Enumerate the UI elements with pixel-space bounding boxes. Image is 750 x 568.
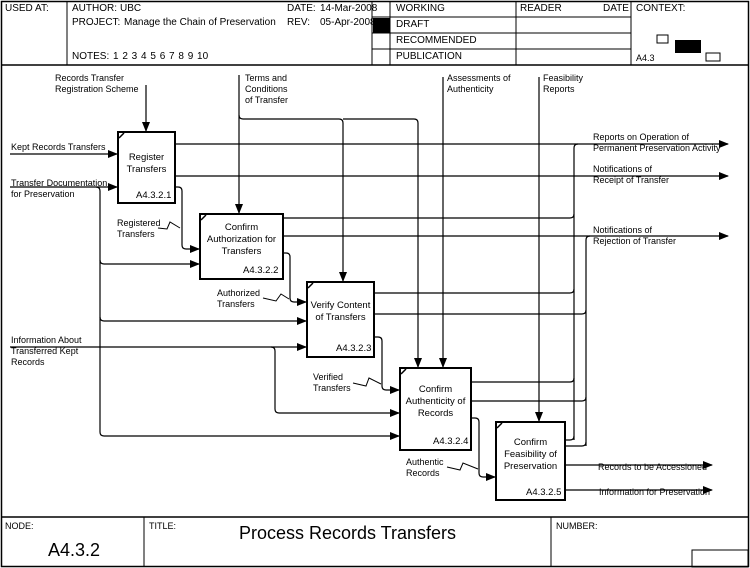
notes-value: 1 2 3 4 5 6 7 8 9 10 xyxy=(113,51,209,62)
box-a4323 xyxy=(306,281,375,358)
project-value: Manage the Chain of Preservation xyxy=(124,17,276,28)
date-value: 14-Mar-2008 xyxy=(320,3,378,14)
context-thumbnail xyxy=(656,34,721,62)
activity-a4321-id: A4.3.2.1 xyxy=(136,190,172,201)
notes-label: NOTES: xyxy=(72,51,110,62)
arrow-transfer-doc-to-auth xyxy=(99,259,200,268)
context-node: A4.3 xyxy=(636,53,655,63)
box-a4321 xyxy=(117,131,176,204)
header-grid xyxy=(1,1,749,66)
arrow-terms-to-verify xyxy=(238,114,347,282)
title-label: TITLE: xyxy=(149,521,177,531)
box-corner-ticks xyxy=(118,132,503,429)
arrow-info-about-to-authenticity xyxy=(270,346,400,417)
box-a4324 xyxy=(399,367,472,451)
activity-a4324-id: A4.3.2.4 xyxy=(433,436,469,447)
footer-grid xyxy=(1,516,749,568)
bus-reports xyxy=(573,143,579,440)
activity-a4323-id: A4.3.2.3 xyxy=(336,343,372,354)
number-label: NUMBER: xyxy=(556,521,598,531)
context-label: CONTEXT: xyxy=(636,3,686,14)
label-squiggles xyxy=(157,221,479,471)
box-a4325 xyxy=(495,421,566,501)
arrow-authentic xyxy=(471,417,496,481)
arrow-registered xyxy=(175,186,200,253)
reader-date-label: DATE xyxy=(603,3,629,14)
activity-boxes xyxy=(117,131,566,501)
arrow-authorized xyxy=(283,252,307,306)
box-a4322 xyxy=(199,213,284,280)
arrow-transfer-doc-to-verify xyxy=(99,316,307,325)
project-label: PROJECT: xyxy=(72,17,121,28)
status-publication[interactable]: PUBLICATION xyxy=(396,51,462,62)
arrows xyxy=(10,75,729,494)
node-label: NODE: xyxy=(5,521,34,531)
author-value: UBC xyxy=(120,3,142,14)
reader-label: READER xyxy=(520,3,562,14)
date-label: DATE: xyxy=(287,3,316,14)
status-draft[interactable]: DRAFT xyxy=(396,19,430,30)
draft-selected-indicator xyxy=(373,18,390,33)
author-label: AUTHOR: xyxy=(72,3,117,14)
output-info-preservation: Information for Preservation xyxy=(599,487,711,497)
arrow-transfer-doc-bus xyxy=(95,186,400,440)
input-kept-records: Kept Records Transfers xyxy=(11,142,106,152)
node-value: A4.3.2 xyxy=(48,540,101,560)
activity-a4322-id: A4.3.2.2 xyxy=(243,265,279,276)
arrow-terms-to-authenticity xyxy=(343,118,422,368)
rev-label: REV: xyxy=(287,17,310,28)
output-to-accession: Records to be Accessioned xyxy=(598,462,708,472)
status-recommended[interactable]: RECOMMENDED xyxy=(396,35,477,46)
rev-value: 05-Apr-2008 xyxy=(320,17,376,28)
used-at-label: USED AT: xyxy=(5,3,49,14)
arrow-verified xyxy=(374,336,400,394)
status-working[interactable]: WORKING xyxy=(396,3,445,14)
bus-rejection xyxy=(585,235,591,446)
page-title: Process Records Transfers xyxy=(238,523,457,543)
activity-a4325-id: A4.3.2.5 xyxy=(526,487,562,498)
